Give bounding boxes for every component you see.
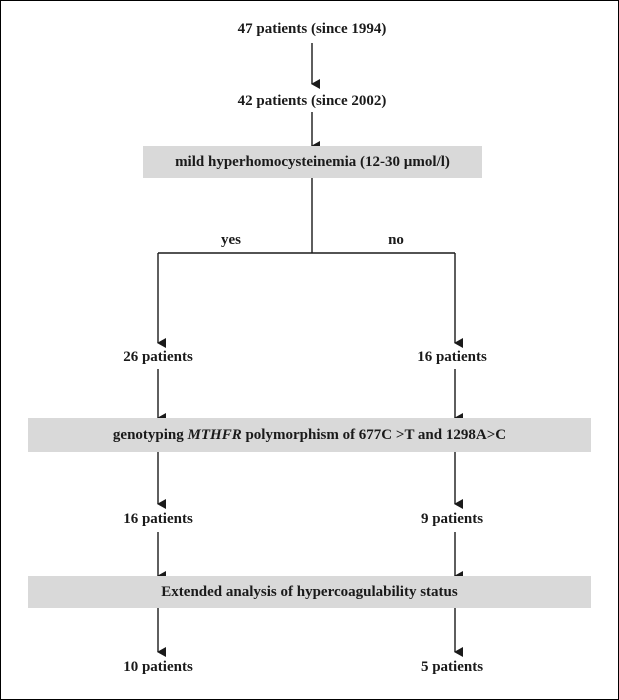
screening-box: mild hyperhomocysteinemia (12-30 µmol/l) (143, 146, 482, 178)
screening-label: mild hyperhomocysteinemia (12-30 µmol/l) (175, 154, 450, 170)
genotyping-suffix: polymorphism of 677C >T and 1298A>C (241, 427, 507, 443)
extended-analysis-box: Extended analysis of hypercoagulability … (28, 576, 591, 608)
node-no-9-patients: 9 patients (420, 511, 484, 527)
genotyping-gene: MTHFR (187, 427, 242, 443)
node-no-16-patients: 16 patients (417, 349, 487, 365)
extended-analysis-label: Extended analysis of hypercoagulability … (161, 584, 458, 600)
node-yes-26-patients: 26 patients (123, 349, 193, 365)
genotyping-prefix: genotyping (112, 427, 188, 443)
genotyping-box: genotyping MTHFR polymorphism of 677C >T… (28, 418, 591, 452)
node-no-5-patients: 5 patients (420, 659, 484, 675)
node-yes-16-patients: 16 patients (123, 511, 193, 527)
branch-no-label: no (388, 232, 404, 248)
branch-yes-label: yes (221, 232, 241, 248)
node-yes-10-patients: 10 patients (123, 659, 193, 675)
node-47-patients: 47 patients (since 1994) (237, 21, 387, 37)
node-42-patients: 42 patients (since 2002) (237, 93, 387, 109)
genotyping-label: genotyping MTHFR polymorphism of 677C >T… (113, 426, 506, 444)
